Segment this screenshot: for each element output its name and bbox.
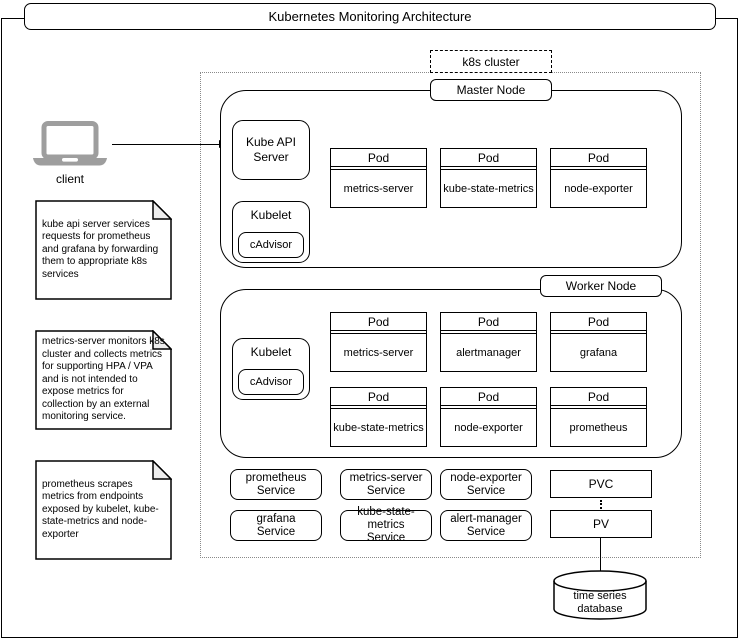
pod-header: Pod — [441, 149, 536, 167]
service-kind: Service — [256, 484, 296, 497]
pod-name: node-exporter — [551, 169, 646, 207]
note-card-metrics-server: metrics-server monitors k8s cluster and … — [35, 330, 172, 430]
note-shape-icon — [35, 460, 172, 560]
service-name: kube-state-metrics — [357, 506, 415, 531]
laptop-icon — [33, 121, 107, 166]
pod-name: prometheus — [551, 408, 646, 446]
kube-api-server-box: Kube API Server — [232, 120, 310, 180]
client-label: client — [55, 172, 84, 186]
pod-name: metrics-server — [331, 169, 426, 207]
worker-node-label: Worker Node — [540, 275, 662, 297]
page-title: Kubernetes Monitoring Architecture — [268, 9, 472, 24]
pod-header: Pod — [551, 313, 646, 331]
k8s-cluster-label-text: k8s cluster — [462, 54, 520, 69]
cadvisor-box: cAdvisor — [238, 369, 304, 395]
database-label-line1: time series — [573, 590, 627, 602]
master-kubelet-box: Kubelet cAdvisor — [232, 201, 310, 263]
service-box-grafana: grafana Service — [230, 510, 322, 541]
service-box-kube-state-metrics: kube-state-metrics Service — [340, 506, 432, 544]
pod-name: alertmanager — [441, 333, 536, 371]
service-kind: Service — [466, 525, 506, 538]
master-pod-kube-state-metrics: Pod kube-state-metrics — [440, 148, 537, 208]
pod-header: Pod — [551, 388, 646, 406]
master-node-label-text: Master Node — [456, 83, 526, 97]
worker-pod-kube-state-metrics: Pod kube-state-metrics — [330, 387, 427, 447]
service-kind: Service — [366, 484, 406, 497]
pod-name: grafana — [551, 333, 646, 371]
worker-node-label-text: Worker Node — [565, 279, 637, 293]
pod-name: kube-state-metrics — [331, 408, 426, 446]
note-text: metrics-server monitors k8s cluster and … — [42, 336, 165, 423]
worker-pod-node-exporter: Pod node-exporter — [440, 387, 537, 447]
service-box-alert-manager: alert-manager Service — [440, 510, 532, 541]
arrow-shaft — [112, 143, 220, 145]
master-pod-metrics-server: Pod metrics-server — [330, 148, 427, 208]
pod-header: Pod — [441, 313, 536, 331]
diagram-title-box: Kubernetes Monitoring Architecture — [24, 3, 716, 30]
service-name: alert-manager — [450, 512, 522, 525]
worker-pod-alertmanager: Pod alertmanager — [440, 312, 537, 372]
service-box-metrics-server: metrics-server Service — [340, 469, 432, 500]
cadvisor-box: cAdvisor — [238, 232, 304, 258]
database-label: time series database — [553, 590, 647, 616]
service-kind: Service — [256, 525, 296, 538]
database-label-line2: database — [577, 603, 623, 615]
arrow-shaft — [600, 538, 601, 577]
pod-name: metrics-server — [331, 333, 426, 371]
worker-pod-prometheus: Pod prometheus — [550, 387, 647, 447]
pod-header: Pod — [331, 388, 426, 406]
worker-kubelet-box: Kubelet cAdvisor — [232, 338, 310, 400]
k8s-cluster-label: k8s cluster — [430, 50, 552, 73]
service-kind: Service — [466, 484, 506, 497]
kubelet-label: Kubelet — [250, 345, 292, 359]
service-box-prometheus: prometheus Service — [230, 469, 322, 500]
service-name: grafana — [256, 512, 296, 525]
master-node-label: Master Node — [430, 79, 552, 101]
pvc-pv-dotted-link — [600, 500, 602, 509]
service-box-node-exporter: node-exporter Service — [440, 469, 532, 500]
note-shape-icon — [35, 330, 172, 430]
note-text: kube api server services requests for pr… — [42, 218, 159, 280]
service-name: metrics-server — [349, 471, 423, 484]
pod-header: Pod — [331, 149, 426, 167]
note-card-kube-api: kube api server services requests for pr… — [35, 200, 172, 300]
database-cylinder-icon — [553, 570, 647, 620]
pv-box: PV — [550, 510, 652, 538]
service-kind: Service — [366, 532, 406, 544]
pod-name: node-exporter — [441, 408, 536, 446]
pvc-box: PVC — [550, 470, 652, 498]
note-card-prometheus: prometheus scrapes metrics from endpoint… — [35, 460, 172, 560]
service-name: prometheus — [245, 471, 307, 484]
pod-name: kube-state-metrics — [441, 169, 536, 207]
pv-label: PV — [592, 517, 609, 531]
time-series-database: time series database — [553, 570, 647, 620]
master-pod-node-exporter: Pod node-exporter — [550, 148, 647, 208]
kubelet-label: Kubelet — [250, 208, 292, 222]
note-shape-icon — [35, 200, 172, 300]
pod-header: Pod — [551, 149, 646, 167]
note-text: prometheus scrapes metrics from endpoint… — [42, 478, 159, 540]
pod-header: Pod — [331, 313, 426, 331]
pod-header: Pod — [441, 388, 536, 406]
service-name: node-exporter — [450, 471, 522, 484]
worker-pod-grafana: Pod grafana — [550, 312, 647, 372]
pvc-label: PVC — [588, 477, 614, 491]
worker-pod-metrics-server: Pod metrics-server — [330, 312, 427, 372]
kube-api-server-text: Kube API Server — [245, 135, 297, 164]
